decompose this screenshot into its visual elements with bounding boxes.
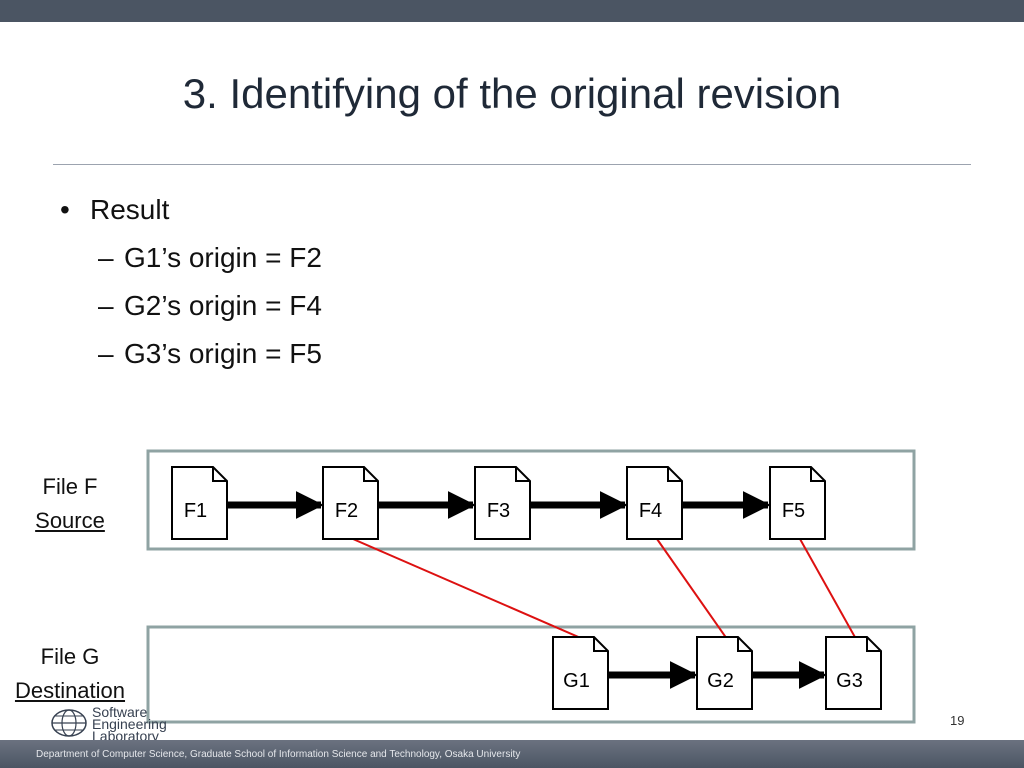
file-g-role: Destination [14,678,126,703]
origin-link [352,538,584,640]
document-node: G3 [825,636,882,710]
document-icon [552,636,609,710]
document-node: F3 [474,466,531,540]
file-g-box [146,625,916,724]
origin-link [799,538,857,640]
document-fold [515,467,530,482]
document-fold [212,467,227,482]
sub-bullet-text: G1’s origin = F2 [124,242,322,273]
document-node: F1 [171,466,228,540]
logo-line: Laboratory [92,728,159,744]
document-icon [626,466,683,540]
document-node: G1 [552,636,609,710]
document-label: F1 [184,500,207,522]
document-fold [866,637,881,652]
document-label: F3 [487,500,510,522]
page-number: 19 [950,713,965,728]
slide-title: 3. Identifying of the original revision [182,70,842,117]
logo-line: Software [92,704,148,720]
lab-logo: Software Engineering Laboratory [50,704,190,744]
file-g-label: File G Destination [0,640,140,708]
bullet-list: •Result –G1’s origin = F2 –G2’s origin =… [60,186,322,378]
file-f-role: Source [35,508,105,533]
document-label: G2 [707,670,734,692]
document-label: G3 [836,670,863,692]
bullet-text: Result [90,194,170,225]
document-node: F4 [626,466,683,540]
document-icon [171,466,228,540]
footer-bar: Department of Computer Science, Graduate… [0,740,1024,768]
sub-bullet-text: G2’s origin = F4 [124,290,322,321]
document-fold [667,467,682,482]
footer-text: Department of Computer Science, Graduate… [36,749,521,760]
document-node: F2 [322,466,379,540]
logo-text: Software Engineering Laboratory [92,704,167,744]
sub-bullet-item: –G2’s origin = F4 [98,290,322,321]
sub-bullet-item: –G1’s origin = F2 [98,242,322,273]
document-fold [363,467,378,482]
file-g-name: File G [40,644,100,669]
document-node: F5 [769,466,826,540]
file-f-box [146,449,916,551]
document-icon [696,636,753,710]
document-label: F2 [335,500,358,522]
top-bar [0,0,1024,22]
document-label: G1 [563,670,590,692]
document-node: G2 [696,636,753,710]
file-f-label: File F Source [20,470,120,538]
document-fold [810,467,825,482]
document-label: F4 [639,500,662,522]
globe-icon [51,709,87,737]
file-f-name: File F [42,474,98,499]
document-icon [474,466,531,540]
document-icon [322,466,379,540]
document-fold [593,637,608,652]
document-label: F5 [782,500,805,522]
sub-bullet-text: G3’s origin = F5 [124,338,322,369]
logo-line: Engineering [92,716,167,732]
document-icon [825,636,882,710]
document-icon [769,466,826,540]
sub-bullet-item: –G3’s origin = F5 [98,338,322,369]
title-rule [53,164,971,165]
origin-link [656,538,728,640]
bullet-item: •Result [60,194,170,225]
document-fold [737,637,752,652]
